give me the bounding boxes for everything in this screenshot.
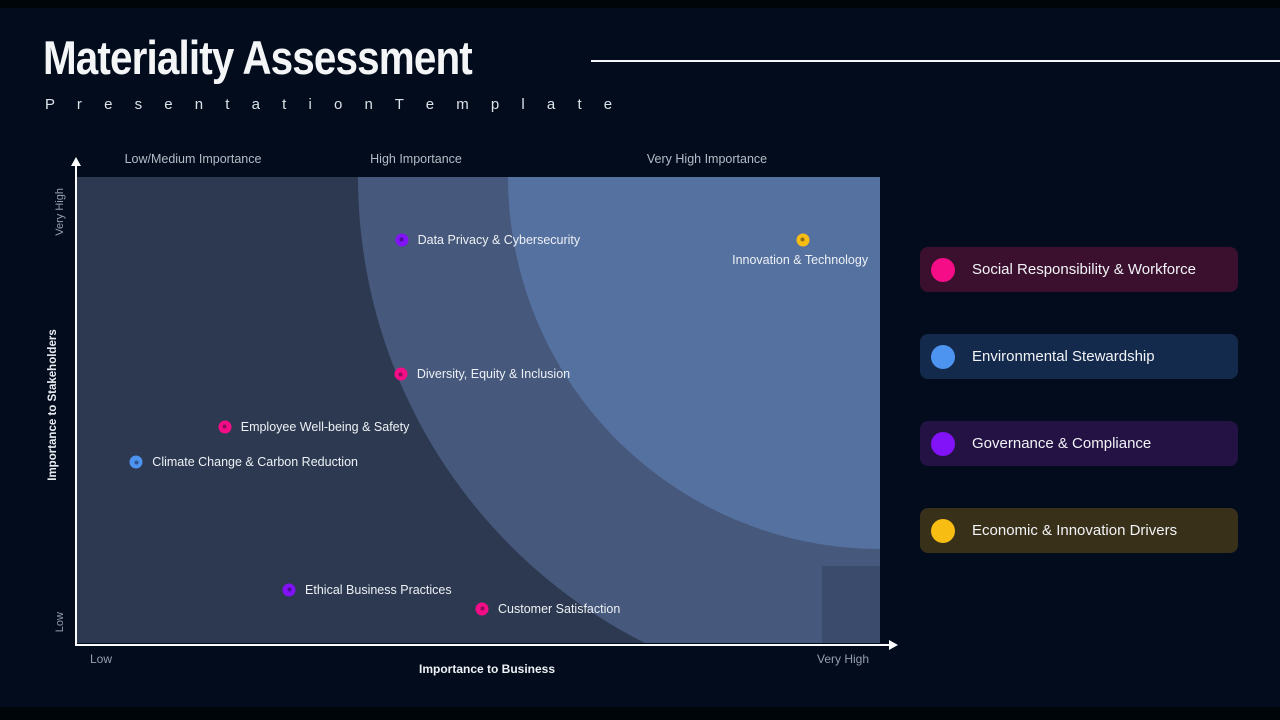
y-tick-very-high: Very High <box>54 188 66 236</box>
y-axis-title: Importance to Stakeholders <box>47 329 59 481</box>
data-point-label: Customer Satisfaction <box>498 601 621 616</box>
social-dot-icon <box>475 602 489 616</box>
legend-item-label: Environmental Stewardship <box>972 348 1155 365</box>
economic-legend-dot-icon <box>931 518 955 543</box>
column-header-very-high: Very High Importance <box>646 152 768 166</box>
data-point-label: Employee Well-being & Safety <box>240 419 410 434</box>
environmental-legend-dot-icon <box>931 344 955 369</box>
x-axis-title: Importance to Business <box>418 662 556 676</box>
legend-item-economic[interactable]: Economic & Innovation Drivers <box>920 508 1238 553</box>
data-point-label: Data Privacy & Cybersecurity <box>417 232 581 247</box>
x-axis-line <box>75 644 891 646</box>
legend-item-label: Social Responsibility & Workforce <box>972 261 1196 278</box>
data-point-label: Innovation & Technology <box>732 252 869 267</box>
legend-item-governance[interactable]: Governance & Compliance <box>920 421 1238 466</box>
economic-dot-icon <box>796 233 810 247</box>
governance-dot-icon <box>395 233 409 247</box>
x-tick-very-high: Very High <box>816 652 870 666</box>
header-rule <box>591 60 1280 62</box>
environmental-dot-icon <box>129 455 143 469</box>
y-axis-line <box>75 166 77 645</box>
social-dot-icon <box>394 367 408 381</box>
y-tick-low: Low <box>54 612 66 633</box>
legend-item-label: Governance & Compliance <box>972 435 1152 452</box>
legend-item-environmental[interactable]: Environmental Stewardship <box>920 334 1238 379</box>
data-point-label: Ethical Business Practices <box>305 582 452 597</box>
y-axis-arrow-icon <box>71 157 81 166</box>
page-title: Materiality Assessment <box>43 31 473 84</box>
column-header-high: High Importance <box>370 152 462 166</box>
bottom-letterbox-bar <box>0 707 1280 720</box>
column-header-low-medium: Low/Medium Importance <box>124 152 262 166</box>
governance-legend-dot-icon <box>931 431 955 456</box>
corner-shade <box>822 566 880 643</box>
social-legend-dot-icon <box>931 257 955 282</box>
governance-dot-icon <box>282 583 296 597</box>
top-letterbox-bar <box>0 0 1280 8</box>
social-dot-icon <box>218 420 232 434</box>
page-subtitle: P r e s e n t a t i o n T e m p l a t e <box>45 96 622 113</box>
x-tick-low: Low <box>90 652 113 666</box>
x-axis-arrow-icon <box>889 640 898 650</box>
data-point-label: Climate Change & Carbon Reduction <box>152 455 358 470</box>
legend-item-label: Economic & Innovation Drivers <box>972 522 1178 539</box>
data-point-label: Diversity, Equity & Inclusion <box>416 367 571 382</box>
legend-item-social[interactable]: Social Responsibility & Workforce <box>920 247 1238 292</box>
